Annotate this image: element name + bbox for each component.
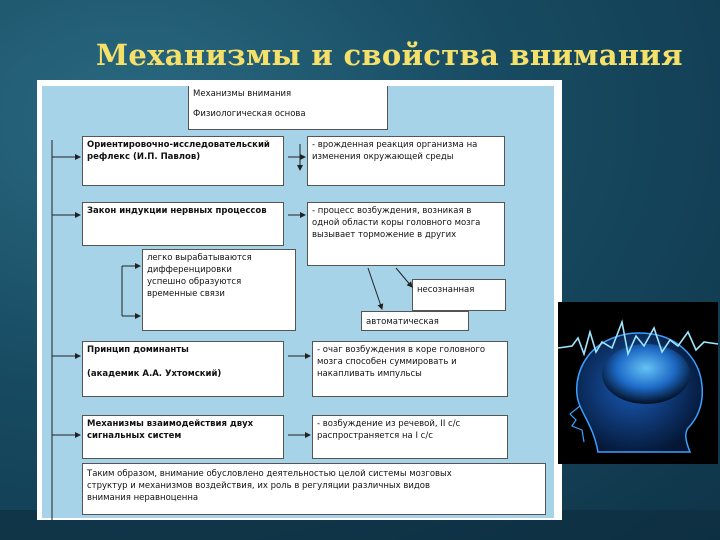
dominant-description-box: - очаг возбуждения в коре головного мозг… — [312, 341, 508, 397]
conclusion-box: Таким образом, внимание обусловлено деят… — [82, 463, 546, 515]
orienting-description-box: - врожденная реакция организма на измене… — [307, 136, 505, 186]
signal-description-line2: распространяется на I с/с — [317, 431, 433, 441]
dominant-principle-line1: Принцип доминанты — [87, 345, 189, 355]
orienting-description-line1: - врожденная реакция организма на — [312, 140, 478, 150]
induction-law-line1: Закон индукции нервных процессов — [87, 206, 267, 216]
conclusion-line3: внимания неравноценна — [87, 493, 199, 503]
dominant-description-line1: - очаг возбуждения в коре головного — [317, 345, 486, 355]
differentiation-line4: успешно образуются — [147, 277, 242, 287]
differentiation-line2: дифференцировки — [147, 265, 232, 275]
header-box: Механизмы внимания Физиологическая основ… — [188, 86, 388, 130]
induction-description-line2: одной области коры головного мозга — [312, 218, 481, 228]
slide-title: Механизмы и свойства внимания — [96, 38, 683, 72]
orienting-reflex-box: Ориентировочно-исследовательский рефлекс… — [82, 136, 284, 186]
signal-systems-box: Механизмы взаимодействия двух сигнальных… — [82, 415, 284, 459]
orienting-reflex-line1: Ориентировочно-исследовательский — [87, 140, 270, 150]
brainwave-icon — [558, 319, 718, 357]
orienting-description-line2: изменения окружающей среды — [312, 152, 454, 162]
conclusion-line1: Таким образом, внимание обусловлено деят… — [87, 469, 452, 479]
header-title: Механизмы внимания — [193, 89, 292, 99]
induction-description-line1: - процесс возбуждения, возникая в — [312, 206, 472, 216]
dominant-principle-line2: (академик А.А. Ухтомский) — [87, 369, 222, 379]
signal-systems-line2: сигнальных систем — [87, 431, 182, 441]
induction-description-box: - процесс возбуждения, возникая в одной … — [307, 202, 505, 266]
differentiation-line5: временные связи — [147, 289, 225, 299]
brain-glow-icon — [602, 344, 690, 404]
brain-illustration — [558, 302, 718, 464]
signal-description-box: - возбуждение из речевой, II с/с распрос… — [312, 415, 508, 459]
involuntary-label: несознанная — [417, 285, 475, 295]
differentiation-line1: легко вырабатываются — [147, 253, 252, 263]
induction-description-line3: вызывает торможение в других — [312, 230, 457, 240]
header-subtitle: Физиологическая основа — [193, 109, 306, 119]
dominant-description-line3: накапливать импульсы — [317, 369, 422, 379]
signal-systems-line1: Механизмы взаимодействия двух — [87, 419, 254, 429]
signal-description-line1: - возбуждение из речевой, II с/с — [317, 419, 461, 429]
dominant-principle-box: Принцип доминанты (академик А.А. Ухтомск… — [82, 341, 284, 397]
involuntary-box: несознанная — [412, 279, 506, 311]
orienting-reflex-line2: рефлекс (И.П. Павлов) — [87, 152, 201, 162]
conclusion-line2: структур и механизмов воздействия, их ро… — [87, 481, 430, 491]
automatic-box: автоматическая — [361, 311, 469, 331]
induction-law-box: Закон индукции нервных процессов — [82, 202, 284, 246]
automatic-label: автоматическая — [366, 317, 439, 327]
differentiation-box: легко вырабатываются дифференцировки усп… — [142, 249, 296, 331]
dominant-description-line2: мозга способен суммировать и — [317, 357, 457, 367]
